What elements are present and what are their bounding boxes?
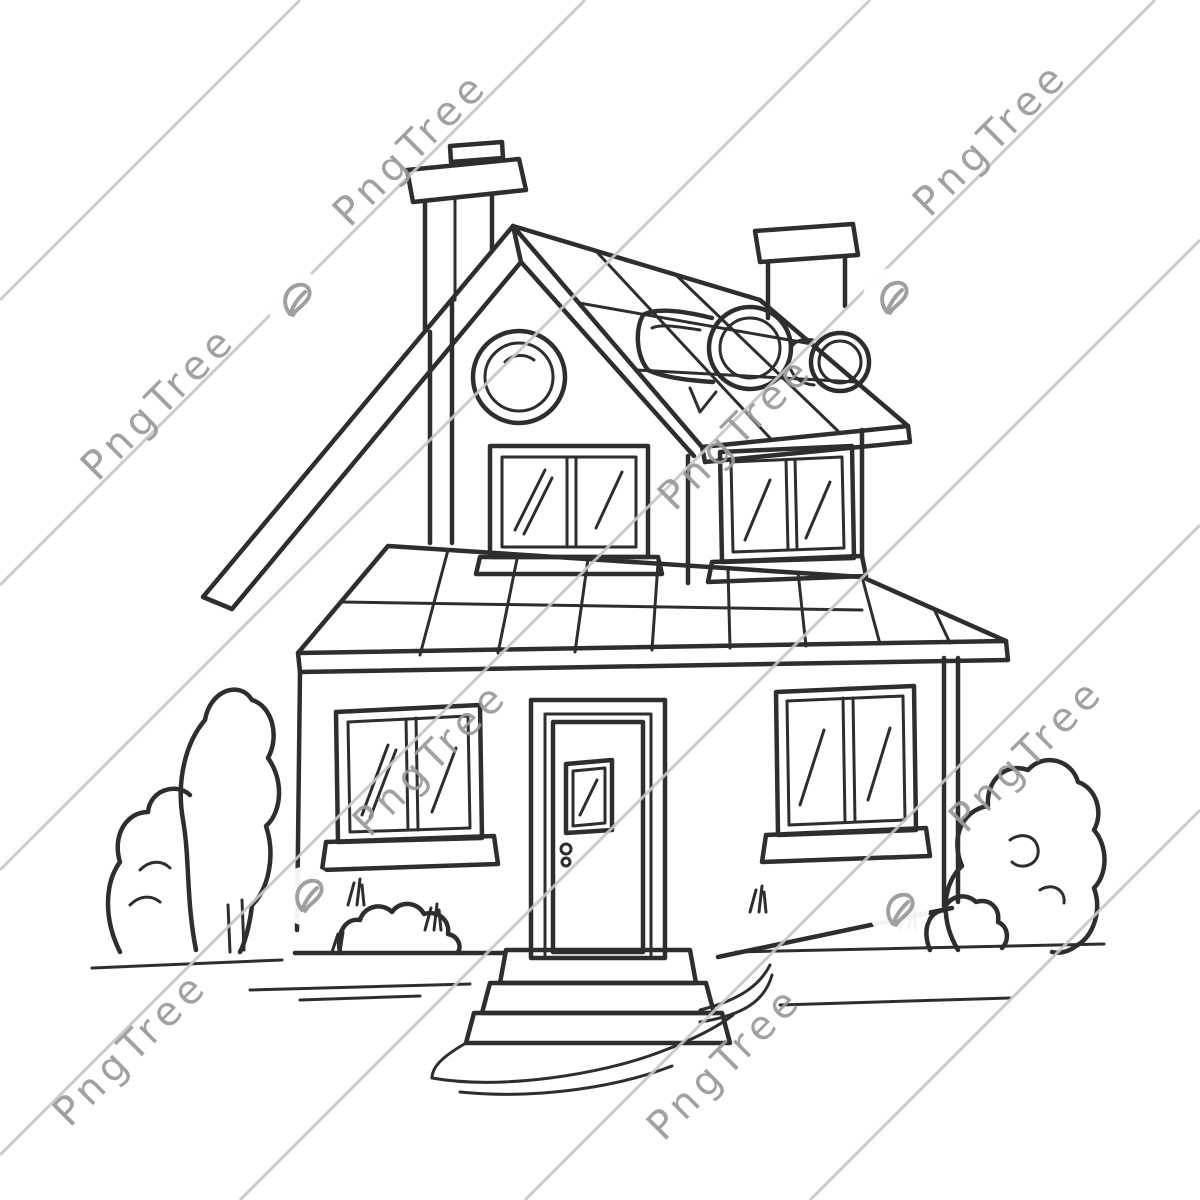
pngtree-logo-icon	[278, 866, 338, 926]
door-window	[563, 757, 615, 836]
main-gable-roof	[200, 223, 913, 612]
round-attic-window	[470, 328, 568, 426]
roof-vents	[635, 304, 872, 414]
bush-right	[924, 757, 1107, 955]
watermark-line	[0, 0, 872, 872]
bush-left	[105, 687, 462, 955]
ground-lines	[90, 942, 1106, 1007]
watermark-text: PngTree	[344, 672, 518, 846]
front-door	[528, 697, 668, 961]
watermark-text: PngTree	[72, 316, 246, 490]
grass	[330, 877, 918, 954]
pngtree-logo-icon	[869, 880, 929, 940]
house-line-art	[90, 139, 1107, 1096]
pngtree-logo-icon	[863, 268, 923, 328]
watermark-text: PngTree	[940, 668, 1114, 842]
watermark-line	[0, 0, 302, 302]
watermark-text: PngTree	[324, 62, 498, 236]
awning-roof	[295, 543, 1011, 909]
watermark-logos	[266, 268, 929, 940]
watermark-line	[238, 238, 1200, 1200]
watermark-text: PngTree	[904, 52, 1078, 226]
chimney-left	[404, 139, 529, 546]
watermark-line	[0, 0, 1157, 1157]
chimney-right	[752, 221, 861, 321]
right-window	[759, 683, 933, 865]
door-knob	[559, 842, 573, 868]
watermark-text: PngTree	[44, 962, 218, 1136]
pngtree-logo-icon	[266, 270, 326, 330]
watermark-line	[523, 523, 1200, 1200]
watermark-line	[808, 808, 1200, 1200]
